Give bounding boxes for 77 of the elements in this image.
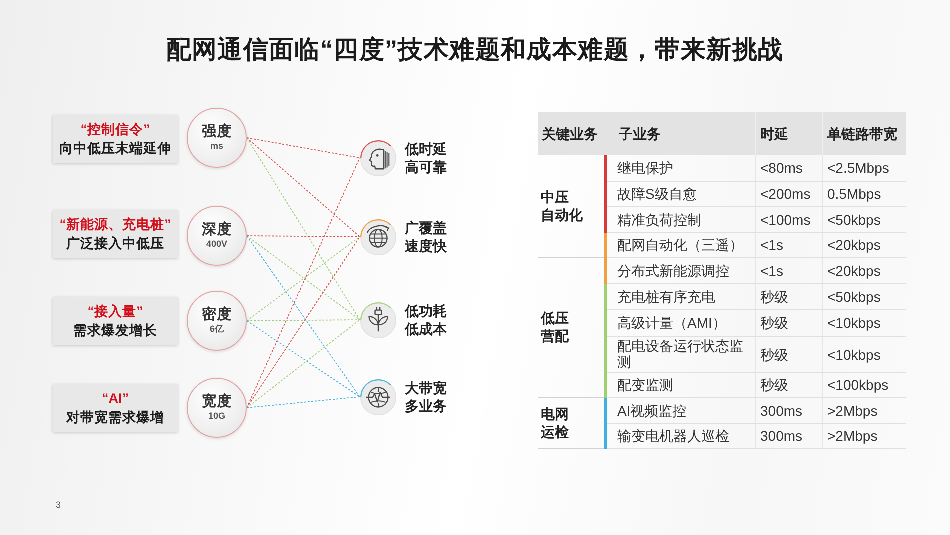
connector-line (246, 138, 360, 320)
bandwidth-value: >2Mbps (828, 428, 878, 444)
feature-label: 低时延高可靠 (405, 140, 448, 176)
latency-value: 秒级 (760, 346, 788, 363)
latency-value: 300ms (760, 428, 803, 444)
bandwidth-value: 0.5Mbps (828, 186, 882, 202)
metric-circle (187, 291, 247, 351)
latency-value: <200ms (760, 186, 811, 202)
connector-line (246, 320, 360, 322)
latency-value: <80ms (760, 160, 803, 176)
metric-title: 深度 (202, 222, 232, 239)
bandwidth-value: >2Mbps (828, 402, 878, 419)
service-name: 故障S级自愈 (618, 186, 697, 202)
service-name: AI视频监控 (618, 402, 687, 419)
column-header: 关键业务 (542, 126, 598, 142)
feature-label: 广覆盖速度快 (405, 219, 448, 255)
connector-line (246, 158, 360, 408)
service-name: 继电保护 (618, 160, 674, 176)
bandwidth-value: <2.5Mbps (828, 160, 890, 176)
feature-label: 大带宽多业务 (405, 379, 448, 415)
challenge-card (53, 115, 178, 163)
service-name: 分布式新能源调控 (618, 262, 730, 279)
metric-circle (187, 108, 247, 168)
service-name: 输变电机器人巡检 (618, 428, 730, 444)
quote-heading: “新能源、充电桩” (60, 216, 172, 234)
service-name: 配变监测 (618, 377, 674, 394)
metric-unit: 400V (206, 239, 228, 250)
bandwidth-value: <10kbps (828, 315, 881, 332)
slide-title: 配网通信面临“四度”技术难题和成本难题，带来新挑战 (166, 35, 784, 66)
latency-value: 秒级 (760, 288, 788, 305)
metric-title: 宽度 (202, 394, 232, 411)
metric-unit: 6亿 (210, 324, 224, 335)
bandwidth-value: <50kbps (828, 212, 881, 228)
bandwidth-value: <20kbps (828, 262, 881, 279)
quote-heading: “控制信令” (80, 121, 150, 139)
quote-heading: “接入量” (88, 303, 144, 321)
service-name: 充电桩有序充电 (618, 288, 716, 305)
metric-circle (187, 378, 247, 438)
card-text: 对带宽需求爆增 (66, 409, 164, 427)
latency-value: <100ms (760, 212, 811, 228)
bandwidth-value: <10kbps (828, 346, 881, 363)
challenge-card (53, 384, 178, 432)
connector-line (246, 138, 360, 158)
group-label: 低压营配 (541, 309, 570, 345)
bandwidth-value: <100kbps (828, 377, 889, 394)
card-text: 广泛接入中低压 (66, 235, 164, 253)
card-text: 向中低压末端延伸 (60, 140, 172, 158)
feature-label: 低功耗低成本 (405, 302, 448, 338)
connector-line (246, 138, 360, 238)
group-label: 中压自动化 (541, 188, 584, 224)
connector-line (246, 236, 360, 238)
quote-heading: “AI” (102, 390, 129, 408)
metric-title: 强度 (202, 124, 232, 141)
card-text: 需求爆发增长 (74, 322, 158, 340)
bandwidth-value: <50kbps (828, 288, 881, 305)
metric-title: 密度 (202, 307, 232, 324)
latency-value: <1s (760, 262, 784, 279)
connector-line (246, 396, 360, 408)
latency-value: 秒级 (760, 377, 788, 394)
service-name: 高级计量（AMI） (618, 315, 726, 332)
column-header: 时延 (760, 126, 788, 142)
latency-value: <1s (760, 237, 784, 254)
bandwidth-value: <20kbps (828, 237, 881, 254)
challenge-card (53, 210, 178, 258)
page-number: 3 (56, 500, 62, 510)
latency-value: 300ms (760, 402, 803, 419)
column-header: 单链路带宽 (828, 126, 898, 142)
challenge-card (53, 297, 178, 345)
service-name: 配电设备运行状态监测 (618, 338, 744, 370)
group-label: 电网运检 (541, 404, 570, 440)
latency-value: 秒级 (760, 315, 788, 332)
metric-circle (187, 206, 247, 266)
metric-unit: ms (210, 141, 224, 152)
column-header: 子业务 (619, 126, 661, 142)
service-name: 精准负荷控制 (618, 212, 702, 228)
metric-unit: 10G (208, 411, 226, 422)
service-name: 配网自动化（三遥） (618, 237, 744, 254)
